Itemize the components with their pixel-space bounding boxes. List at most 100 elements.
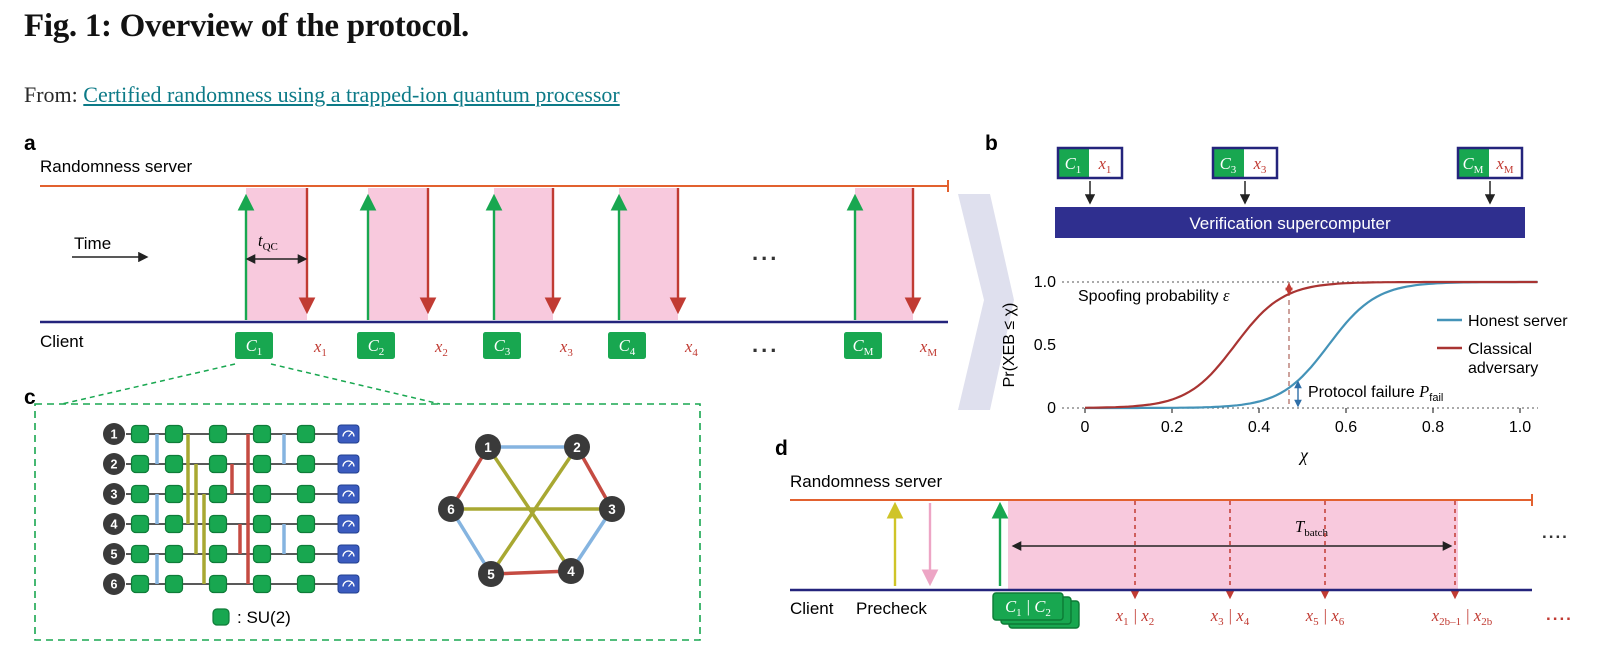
y-tick-label: 1.0 (1034, 274, 1056, 291)
qubit-number: 6 (111, 578, 118, 592)
su2-gate-box (296, 484, 316, 504)
compute-window (368, 188, 428, 320)
circuit-box-label: C4 (619, 336, 636, 358)
su2-legend-swatch (212, 608, 230, 626)
su2-gate-box (130, 454, 150, 474)
tqc-label: tQC (258, 231, 278, 253)
x-tick-label: 0.6 (1335, 419, 1357, 436)
sample-pair-label: x3 | x4 (1210, 606, 1250, 628)
legend-label: Honest server (1468, 313, 1568, 330)
qubit-number-circle (103, 423, 125, 445)
gauge-needle-icon (348, 431, 353, 437)
x-axis-label: χ (1298, 445, 1309, 465)
gauge-needle-icon (348, 491, 353, 497)
gauge-icon (342, 550, 355, 557)
gauge-needle-icon (348, 521, 353, 527)
su2-gate-box (208, 484, 228, 504)
su2-gate-box (130, 544, 150, 564)
figure-source-line: From: Certified randomness using a trapp… (24, 82, 620, 108)
graph-node-number: 1 (484, 440, 492, 455)
failure-annotation: Protocol failure Pfail (1308, 382, 1443, 404)
zoom-funnel-left (61, 363, 236, 405)
zoom-funnel-right (270, 363, 441, 405)
su2-gate-box (164, 574, 184, 594)
compute-window (619, 188, 678, 320)
y-tick-label: 0 (1047, 400, 1056, 417)
graph-node (564, 434, 590, 460)
article-link[interactable]: Certified randomness using a trapped-ion… (83, 82, 620, 107)
su2-gate-box (164, 424, 184, 444)
gauge-icon (342, 580, 355, 587)
pair-circuit-label: CM (1463, 154, 1484, 176)
su2-gate-box (252, 454, 272, 474)
gauge-needle-icon (348, 581, 353, 587)
su2-gate-box (252, 544, 272, 564)
curve-classical-adversary (1084, 280, 1538, 409)
panel-a-label: a (24, 132, 36, 155)
panel-b-label: b (985, 132, 998, 155)
su2-gate-box (252, 424, 272, 444)
gauge-icon (342, 460, 355, 467)
panel-c-label: c (24, 386, 36, 409)
graph-node (475, 434, 501, 460)
legend-label: Classical (1468, 341, 1532, 358)
x-tick-label: 0.8 (1422, 419, 1444, 436)
su2-gate-box (296, 574, 316, 594)
figure-title: Fig. 1: Overview of the protocol. (24, 8, 469, 44)
gauge-icon (342, 520, 355, 527)
flow-chevron-icon (958, 194, 1014, 410)
pair-sample-label: x1 (1098, 154, 1112, 176)
su2-gate-box (164, 454, 184, 474)
circuit-batch-label: C1 | C2 (1005, 597, 1051, 619)
y-tick-label: 0.5 (1034, 337, 1056, 354)
su2-gate-box (208, 424, 228, 444)
graph-node (438, 496, 464, 522)
su2-gate-box (296, 514, 316, 534)
gauge-icon (342, 490, 355, 497)
rounds-ellipsis-bottom: ... (752, 332, 779, 357)
circuit-box-label: C2 (368, 336, 385, 358)
circuit-batch-card (992, 592, 1064, 621)
qubit-number-circle (103, 453, 125, 475)
qubit-number-circle (103, 513, 125, 535)
sample-pair-label: x5 | x6 (1305, 606, 1345, 628)
compute-window (246, 188, 307, 320)
qubit-number-circle (103, 543, 125, 565)
pair-1: C1 x1 (1056, 146, 1124, 205)
pair-sample-half (1489, 148, 1522, 178)
legend-label: adversary (1468, 360, 1538, 377)
measurement-box (337, 574, 360, 594)
pair-circuit-label: C1 (1065, 154, 1082, 176)
su2-gate-box (208, 544, 228, 564)
circuit-box-label: C3 (494, 336, 511, 358)
x-tick-label: 0.2 (1161, 419, 1183, 436)
graph-node-number: 6 (447, 502, 455, 517)
pair-border (1211, 146, 1279, 180)
x-tick-label: 0 (1081, 419, 1090, 436)
circuit-detail-frame (34, 403, 701, 641)
su2-gate-box (164, 544, 184, 564)
gauge-icon (342, 430, 355, 437)
qubit-number: 1 (111, 428, 118, 442)
pair-circuit-label: C3 (1220, 154, 1237, 176)
qubit-number-circle (103, 483, 125, 505)
panel-d-label: d (775, 437, 788, 460)
su2-gate-box (164, 484, 184, 504)
qubit-number: 4 (111, 518, 118, 532)
su2-gate-box (164, 514, 184, 534)
circuit-box (357, 332, 395, 359)
